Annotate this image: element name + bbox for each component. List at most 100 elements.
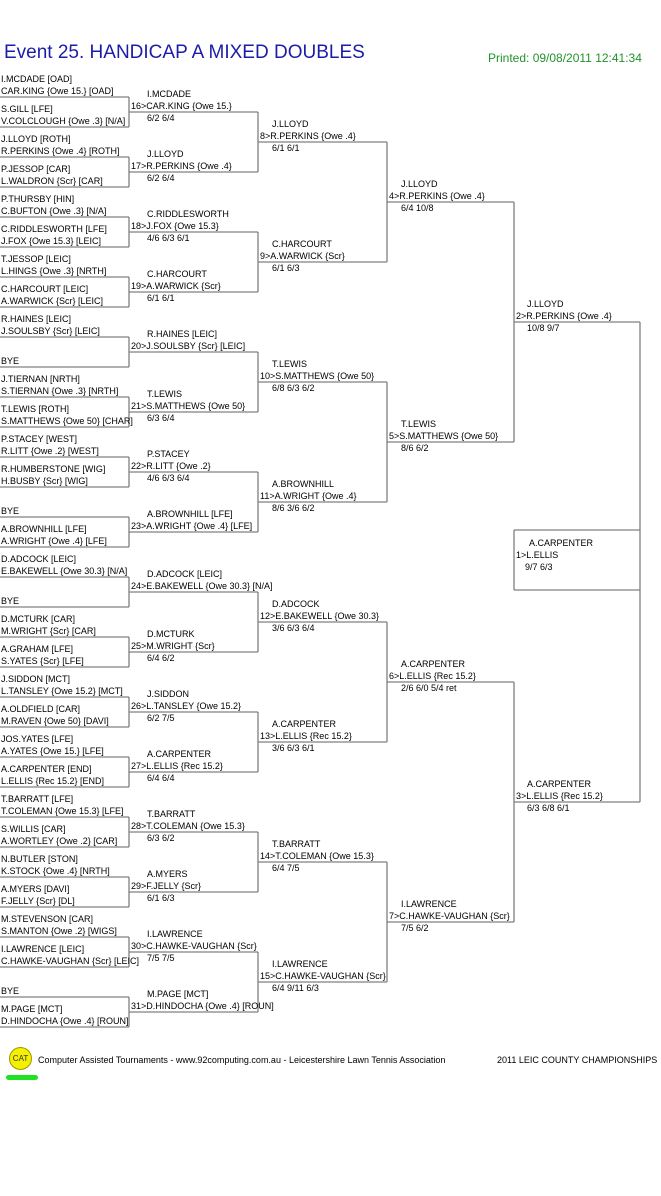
final-result-line: 1L.ELLIS	[516, 549, 558, 561]
entry-player-1: A.GRAHAM [LFE]	[1, 644, 74, 654]
match-result-line: 17R.PERKINS {Owe .4}	[131, 160, 232, 172]
match-result-line: 6L.ELLIS {Rec 15.2}	[389, 670, 476, 682]
champion-name: A.CARPENTER	[529, 538, 594, 548]
entry-player-1: A.BROWNHILL [LFE]	[1, 524, 87, 534]
winner-partner: L.ELLIS {Rec 15.2}	[275, 731, 352, 741]
entry-player-1: P.STACEY [WEST]	[1, 434, 78, 444]
match-result-line: 21S.MATTHEWS {Owe 50}	[131, 400, 245, 412]
entry-player-2: BYE	[1, 986, 20, 996]
event-title: Event 25. HANDICAP A MIXED DOUBLES	[4, 42, 365, 63]
entry-player-1: J.TIERNAN [NRTH]	[1, 374, 80, 384]
winner-partner: F.JELLY {Scr}	[146, 881, 201, 891]
winner-partner: E.BAKEWELL {Owe 30.3}	[275, 611, 380, 621]
winner-name: M.PAGE [MCT]	[147, 989, 209, 999]
entry-player-1: T.LEWIS [ROTH]	[1, 404, 70, 414]
match-number: 18	[131, 221, 146, 231]
entry-player-2: A.YATES {Owe 15.} [LFE]	[1, 746, 104, 756]
match-score: 6/1 6/1	[147, 293, 175, 303]
winner-partner: A.WARWICK {Scr}	[270, 251, 345, 261]
winner-partner: J.SOULSBY {Scr} [LEIC]	[146, 341, 246, 351]
entry-player-2: S.YATES {Scr} [LFE]	[1, 656, 84, 666]
match-score: 6/3 6/8 6/1	[527, 803, 570, 813]
match-number: 24	[131, 581, 146, 591]
match-result-line: 2R.PERKINS {Owe .4}	[516, 310, 612, 322]
winner-name: C.RIDDLESWORTH	[147, 209, 229, 219]
entry-player-1: P.JESSOP [CAR]	[1, 164, 71, 174]
match-number: 4	[389, 191, 399, 201]
match-score: 2/6 6/0 5/4 ret	[401, 683, 457, 693]
match-result-line: 7C.HAWKE-VAUGHAN {Scr}	[389, 910, 510, 922]
match-result-line: 23A.WRIGHT {Owe .4} [LFE]	[131, 520, 252, 532]
match-result-line: 26L.TANSLEY {Owe 15.2}	[131, 700, 241, 712]
entry-player-1: I.MCDADE [OAD]	[1, 74, 73, 84]
winner-name: I.LAWRENCE	[272, 959, 328, 969]
match-result-line: 11A.WRIGHT {Owe .4}	[260, 490, 356, 502]
winner-partner: CAR.KING {Owe 15.}	[146, 101, 232, 111]
match-result-line: 25M.WRIGHT {Scr}	[131, 640, 215, 652]
winner-name: J.LLOYD	[272, 119, 309, 129]
winner-partner: A.WARWICK {Scr}	[146, 281, 221, 291]
winner-name: A.CARPENTER	[401, 659, 466, 669]
entry-player-2: L.HINGS {Owe .3} [NRTH]	[1, 266, 107, 276]
match-result-line: 4R.PERKINS {Owe .4}	[389, 190, 485, 202]
entry-player-1: D.ADCOCK [LEIC]	[1, 554, 77, 564]
winner-name: A.BROWNHILL [LFE]	[147, 509, 233, 519]
match-score: 6/2 7/5	[147, 713, 175, 723]
winner-partner: R.LITT {Owe .2}	[146, 461, 211, 471]
match-result-line: 22R.LITT {Owe .2}	[131, 460, 211, 472]
entry-player-2: J.FOX {Owe 15.3} [LEIC]	[1, 236, 102, 246]
entry-player-2: C.BUFTON {Owe .3} [N/A]	[1, 206, 107, 216]
winner-partner: M.WRIGHT {Scr}	[146, 641, 215, 651]
match-number: 13	[260, 731, 275, 741]
match-number: 6	[389, 671, 399, 681]
winner-name: J.SIDDON	[147, 689, 190, 699]
winner-partner: A.WRIGHT {Owe .4}	[274, 491, 357, 501]
winner-partner: C.HAWKE-VAUGHAN {Scr}	[146, 941, 257, 951]
entry-player-1: J.LLOYD [ROTH]	[1, 134, 71, 144]
winner-name: T.BARRATT	[147, 809, 196, 819]
match-result-line: 18J.FOX {Owe 15.3}	[131, 220, 219, 232]
winner-name: J.LLOYD	[401, 179, 438, 189]
entry-player-2: J.SOULSBY {Scr} [LEIC]	[1, 326, 100, 336]
winner-name: A.BROWNHILL	[272, 479, 335, 489]
entry-player-1: I.LAWRENCE [LEIC]	[1, 944, 85, 954]
match-number: 21	[131, 401, 146, 411]
winner-name: D.ADCOCK [LEIC]	[147, 569, 223, 579]
winner-partner: L.ELLIS {Rec 15.2}	[526, 791, 603, 801]
entry-player-2: R.LITT {Owe .2} [WEST]	[1, 446, 99, 456]
entry-player-2: S.MANTON {Owe .2} [WIGS]	[1, 926, 117, 936]
match-number: 26	[131, 701, 146, 711]
winner-name: T.BARRATT	[272, 839, 321, 849]
winner-name: T.LEWIS	[147, 389, 183, 399]
entry-player-1: S.GILL [LFE]	[1, 104, 53, 114]
match-number: 23	[131, 521, 146, 531]
champion-partner: L.ELLIS	[526, 550, 559, 560]
winner-partner: S.MATTHEWS {Owe 50}	[275, 371, 375, 381]
match-number: 19	[131, 281, 146, 291]
winner-partner: T.COLEMAN {Owe 15.3}	[146, 821, 245, 831]
match-score: 6/2 6/4	[147, 113, 175, 123]
winner-name: R.HAINES [LEIC]	[147, 329, 218, 339]
match-score: 6/1 6/3	[272, 263, 300, 273]
match-score: 6/4 7/5	[272, 863, 300, 873]
match-number: 20	[131, 341, 146, 351]
match-number: 3	[516, 791, 526, 801]
match-score: 6/3 6/4	[147, 413, 175, 423]
entry-player-1: M.STEVENSON [CAR]	[1, 914, 94, 924]
match-score: 6/2 6/4	[147, 173, 175, 183]
winner-partner: C.HAWKE-VAUGHAN {Scr}	[275, 971, 386, 981]
match-score: 3/6 6/3 6/4	[272, 623, 315, 633]
match-score: 6/3 6/2	[147, 833, 175, 843]
match-number: 14	[260, 851, 275, 861]
entry-player-1: A.CARPENTER [END]	[1, 764, 92, 774]
match-number: 2	[516, 311, 526, 321]
match-result-line: 19A.WARWICK {Scr}	[131, 280, 221, 292]
entry-player-1: A.MYERS [DAVI]	[1, 884, 70, 894]
match-score: 4/6 6/3 6/1	[147, 233, 190, 243]
match-result-line: 16CAR.KING {Owe 15.}	[131, 100, 232, 112]
winner-partner: R.PERKINS {Owe .4}	[146, 161, 232, 171]
match-number: 10	[260, 371, 275, 381]
winner-name: P.STACEY	[147, 449, 190, 459]
winner-partner: L.ELLIS {Rec 15.2}	[146, 761, 223, 771]
match-number: 25	[131, 641, 146, 651]
